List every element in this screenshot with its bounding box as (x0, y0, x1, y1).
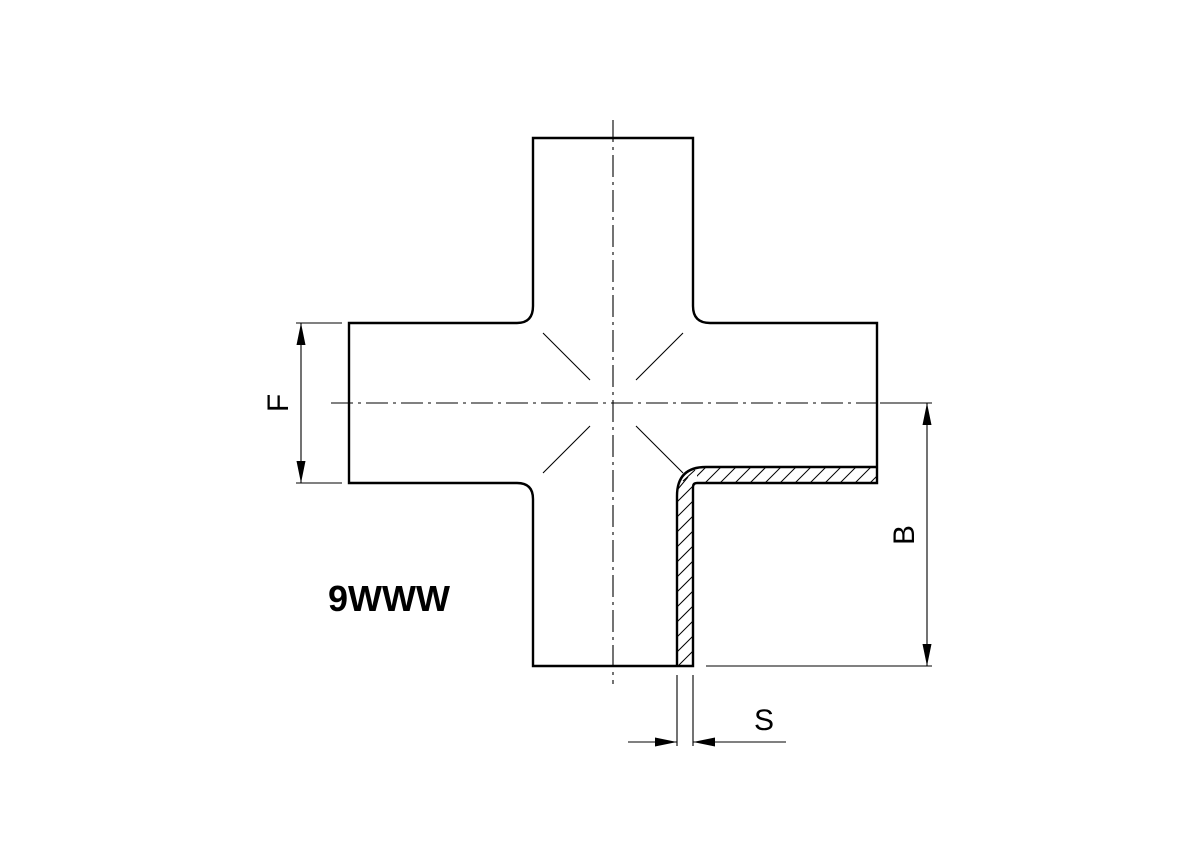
dimension-label-b: B (888, 525, 921, 545)
inner-wall-line (675, 465, 877, 666)
part-code-label: 9WWW (328, 578, 450, 619)
section-hatch-horizontal (697, 467, 877, 483)
intersection-marks (542, 332, 684, 474)
dimension-label-f: F (262, 394, 295, 412)
dimension-s (628, 675, 786, 747)
dimension-f (296, 322, 342, 484)
section-hatch-vertical (677, 485, 694, 666)
dimension-label-s: S (754, 704, 774, 737)
section-hatch-bend (677, 469, 696, 490)
dimension-b (706, 402, 932, 667)
cross-outline (347, 136, 879, 668)
